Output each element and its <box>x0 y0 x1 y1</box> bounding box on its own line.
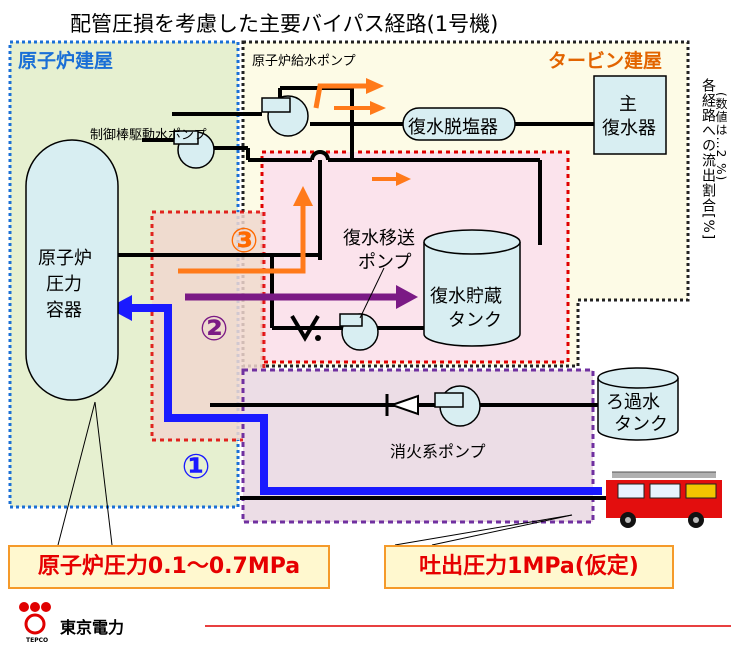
reactor-pressure-callout: 原子炉圧力0.1～0.7MPa <box>8 545 330 589</box>
rpv-label-2: 圧力 <box>46 274 82 295</box>
route-1-path <box>128 304 602 495</box>
tepco-logo <box>19 602 51 635</box>
route-3-upper-path <box>313 83 368 109</box>
turbine-building-label: タービン建屋 <box>548 50 663 72</box>
crd-pump <box>173 130 215 169</box>
route-1-label: ① <box>182 447 211 487</box>
rpv-label-1: 原子炉 <box>38 248 92 269</box>
route-3-path <box>178 204 306 274</box>
transfer-pump-label-1: 復水移送 <box>343 228 415 249</box>
feedwater-pump-label: 原子炉給水ポンプ <box>252 54 356 69</box>
check-valve <box>290 314 320 342</box>
condensate-storage-tank-label-1: 復水貯蔵 <box>430 286 502 307</box>
route-2-label: ② <box>200 309 229 349</box>
transfer-pump <box>339 313 379 351</box>
main-condenser-label-1: 主 <box>619 94 637 115</box>
transfer-pump-label-2: ポンプ <box>358 252 412 273</box>
fire-pump-label: 消火系ポンプ <box>390 442 486 461</box>
company-name: 東京電力 <box>60 618 125 637</box>
condensate-storage-tank <box>423 229 521 347</box>
route-1-arrowhead <box>108 295 132 321</box>
main-condenser-label-2: 復水器 <box>602 118 656 139</box>
fire-pump <box>434 385 481 427</box>
reactor-pressure-vessel <box>25 139 119 401</box>
route-2-arrowhead <box>396 285 418 309</box>
reactor-building-label: 原子炉建屋 <box>18 50 114 72</box>
discharge-pressure-callout: 吐出圧力1MPa(仮定) <box>384 545 674 589</box>
condensate-storage-tank-label-2: タンク <box>448 310 502 331</box>
side-label-primary: 各経路への流出割合[%] <box>700 78 716 241</box>
condensate-demineralizer-label: 復水脱塩器 <box>408 117 498 138</box>
side-label-secondary: (数値は…2 %) <box>716 92 728 182</box>
filtered-water-tank-label-2: タンク <box>614 414 668 435</box>
condensate-demineralizer <box>402 107 516 141</box>
tepco-logo-text: TEPCO <box>26 637 49 644</box>
filtered-water-tank-label-1: ろ過水 <box>606 392 660 413</box>
feedwater-pump <box>261 95 309 137</box>
route-3-arrowhead <box>293 186 313 206</box>
rpv-label-3: 容器 <box>46 300 82 321</box>
main-condenser <box>593 75 667 155</box>
fire-truck-icon <box>606 471 722 528</box>
crd-pump-label: 制御棒駆動水ポンプ <box>90 128 207 143</box>
fire-line-valve <box>388 394 419 416</box>
piping <box>118 86 620 500</box>
filtered-water-tank <box>597 367 679 441</box>
page-title: 配管圧損を考慮した主要バイパス経路(1号機) <box>70 12 499 36</box>
route-3-label: ③ <box>230 221 259 261</box>
